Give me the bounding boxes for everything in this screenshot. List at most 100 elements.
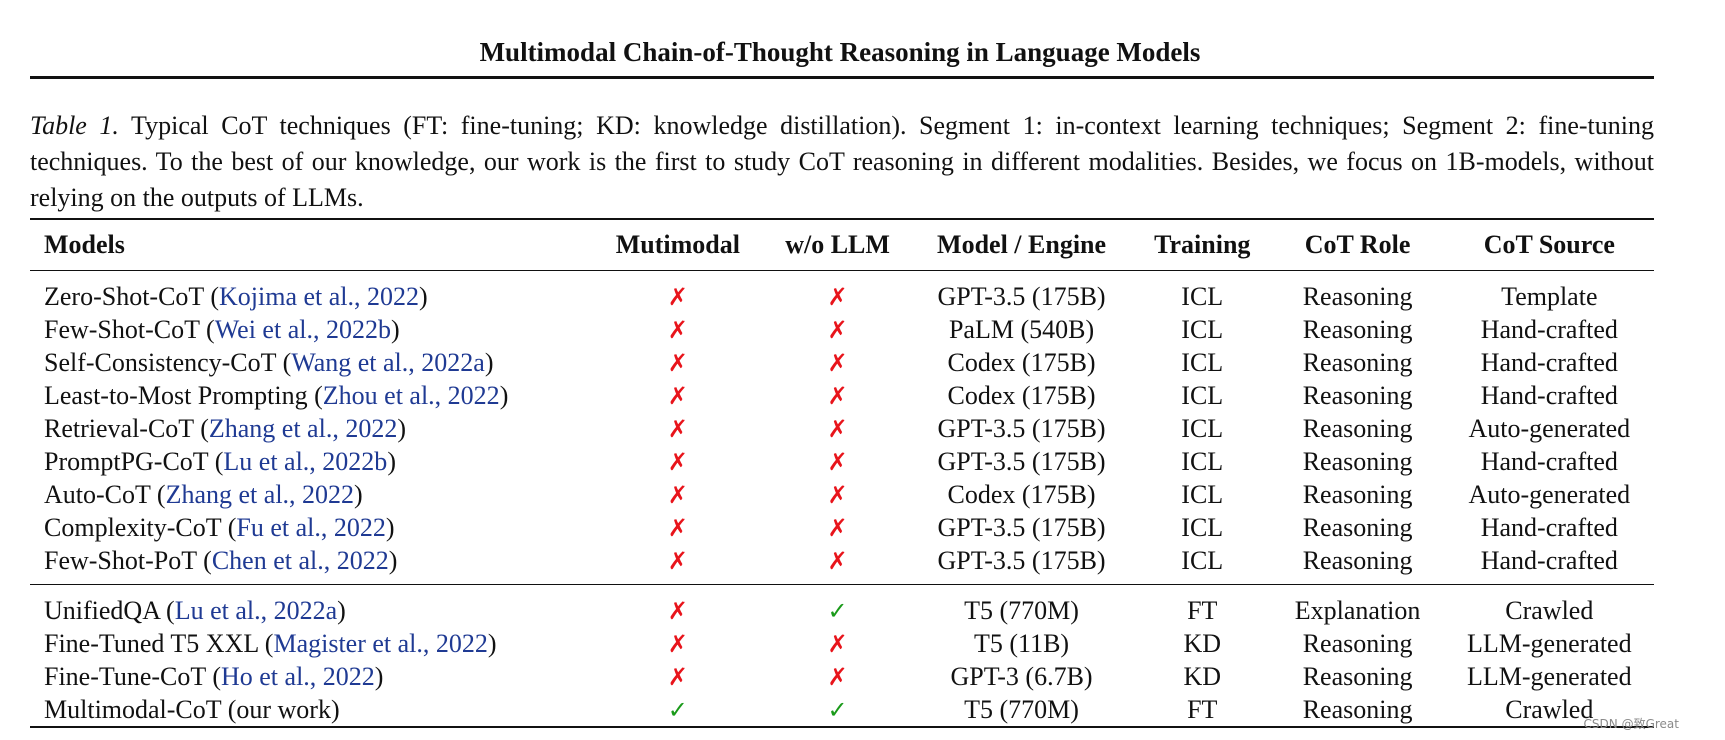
col-header-wo-llm: w/o LLM (765, 218, 910, 271)
cell-multimodal: ✗ (590, 627, 766, 660)
cell-training: KD (1183, 661, 1222, 691)
table-row: Few-Shot-CoT (Wei et al., 2022b)✗✗PaLM (… (30, 313, 1654, 346)
cell-engine: T5 (770M) (909, 693, 1134, 728)
cell-engine: Codex (175B) (947, 479, 1096, 509)
cell-cot-source: Hand-crafted (1480, 314, 1618, 344)
table-header-row: Models Mutimodal w/o LLM Model / Engine … (30, 218, 1654, 271)
cell-multimodal: ✓ (589, 693, 766, 728)
cell-cot-role: Reasoning (1302, 281, 1413, 311)
cell-multimodal: ✗ (590, 346, 766, 379)
cell-cot-role: Reasoning (1302, 314, 1413, 344)
cross-mark-icon: ✗ (667, 315, 688, 344)
table-row: PromptPG-CoT (Lu et al., 2022b)✗✗GPT-3.5… (30, 445, 1654, 478)
cell-wo-llm: ✗ (766, 445, 909, 478)
cell-cot-source: Hand-crafted (1480, 545, 1618, 575)
cross-mark-icon: ✗ (827, 282, 848, 311)
citation-link[interactable]: Kojima et al., 2022 (219, 281, 420, 311)
cell-model: Fine-Tuned T5 XXL (Magister et al., 2022… (44, 628, 497, 658)
header-rule (30, 76, 1654, 79)
cross-mark-icon: ✗ (667, 348, 688, 377)
cell-model: Few-Shot-CoT (Wei et al., 2022b) (44, 314, 400, 344)
citation-link[interactable]: Fu et al., 2022 (236, 512, 386, 542)
cell-cot-role: Reasoning (1302, 661, 1413, 691)
col-header-cot-source: CoT Source (1444, 218, 1654, 271)
cell-training: ICL (1181, 314, 1224, 344)
cell-multimodal: ✗ (590, 271, 766, 314)
check-mark-icon: ✓ (827, 596, 848, 625)
cell-wo-llm: ✗ (766, 478, 909, 511)
model-name: Few-Shot-CoT (44, 314, 200, 344)
table-row: Complexity-CoT (Fu et al., 2022)✗✗GPT-3.… (30, 511, 1654, 544)
cell-model: Retrieval-CoT (Zhang et al., 2022) (44, 413, 406, 443)
cell-wo-llm: ✗ (766, 379, 909, 412)
citation-link[interactable]: Zhang et al., 2022 (165, 479, 355, 509)
cell-cot-source: Crawled (1444, 584, 1654, 627)
model-name: UnifiedQA (44, 595, 160, 625)
cell-cot-source: Crawled (1444, 693, 1654, 728)
cell-multimodal: ✗ (590, 412, 766, 445)
model-name: Multimodal-CoT (our work) (44, 694, 340, 724)
cell-cot-role: Explanation (1270, 584, 1445, 627)
cross-mark-icon: ✗ (827, 447, 848, 476)
table-row: Self-Consistency-CoT (Wang et al., 2022a… (30, 346, 1654, 379)
cell-cot-source: Hand-crafted (1480, 380, 1618, 410)
cell-wo-llm: ✗ (766, 627, 909, 660)
caption-label: Table 1. (30, 111, 119, 140)
cell-cot-source: Hand-crafted (1480, 347, 1618, 377)
cell-training: ICL (1181, 479, 1224, 509)
cell-cot-role: Reasoning (1302, 347, 1413, 377)
cross-mark-icon: ✗ (827, 315, 848, 344)
cross-mark-icon: ✗ (827, 513, 848, 542)
cell-model: Least-to-Most Prompting (Zhou et al., 20… (44, 380, 509, 410)
col-header-training: Training (1133, 218, 1271, 271)
citation-link[interactable]: Magister et al., 2022 (273, 628, 488, 658)
cross-mark-icon: ✗ (667, 381, 688, 410)
watermark: CSDN @致Great (1583, 717, 1679, 731)
cross-mark-icon: ✗ (667, 629, 688, 658)
cell-cot-role: Reasoning (1302, 380, 1413, 410)
table-row: Least-to-Most Prompting (Zhou et al., 20… (30, 379, 1654, 412)
model-name: Few-Shot-PoT (44, 545, 197, 575)
cross-mark-icon: ✗ (667, 447, 688, 476)
cell-cot-role: Reasoning (1302, 479, 1413, 509)
cell-training: ICL (1181, 380, 1224, 410)
cell-cot-source: LLM-generated (1467, 661, 1632, 691)
model-name: Complexity-CoT (44, 512, 222, 542)
cell-cot-source: Auto-generated (1468, 479, 1631, 509)
cell-training: FT (1133, 693, 1271, 728)
citation-link[interactable]: Zhou et al., 2022 (322, 380, 500, 410)
cell-engine: Codex (175B) (947, 347, 1096, 377)
cell-multimodal: ✗ (590, 445, 766, 478)
citation-link[interactable]: Wei et al., 2022b (214, 314, 391, 344)
table-row: Retrieval-CoT (Zhang et al., 2022)✗✗GPT-… (30, 412, 1654, 445)
citation-link[interactable]: Chen et al., 2022 (211, 545, 389, 575)
model-name: Retrieval-CoT (44, 413, 194, 443)
cell-engine: GPT-3.5 (175B) (937, 446, 1106, 476)
citation-link[interactable]: Zhang et al., 2022 (208, 413, 398, 443)
cell-model: Zero-Shot-CoT (Kojima et al., 2022) (44, 281, 428, 311)
cell-training: ICL (1181, 512, 1224, 542)
check-mark-icon: ✓ (667, 695, 688, 724)
table-body: Zero-Shot-CoT (Kojima et al., 2022)✗✗GPT… (30, 271, 1654, 728)
cell-multimodal: ✗ (590, 544, 766, 585)
cell-multimodal: ✗ (590, 660, 766, 693)
cell-wo-llm: ✗ (766, 660, 909, 693)
cell-cot-role: Reasoning (1302, 413, 1413, 443)
cross-mark-icon: ✗ (667, 546, 688, 575)
cell-engine: GPT-3.5 (175B) (937, 281, 1106, 311)
cross-mark-icon: ✗ (827, 480, 848, 509)
cross-mark-icon: ✗ (827, 629, 848, 658)
citation-link[interactable]: Wang et al., 2022a (291, 347, 485, 377)
cell-training: KD (1183, 628, 1222, 658)
col-header-engine: Model / Engine (909, 218, 1134, 271)
cell-training: ICL (1181, 413, 1224, 443)
citation-link[interactable]: Lu et al., 2022b (223, 446, 388, 476)
citation-link[interactable]: Ho et al., 2022 (220, 661, 375, 691)
cell-engine: T5 (11B) (974, 628, 1070, 658)
citation-link[interactable]: Lu et al., 2022a (174, 595, 338, 625)
table-row: Fine-Tune-CoT (Ho et al., 2022)✗✗GPT-3 (… (30, 660, 1654, 693)
cross-mark-icon: ✗ (827, 662, 848, 691)
cell-training: ICL (1181, 545, 1224, 575)
cell-wo-llm: ✓ (765, 693, 910, 728)
